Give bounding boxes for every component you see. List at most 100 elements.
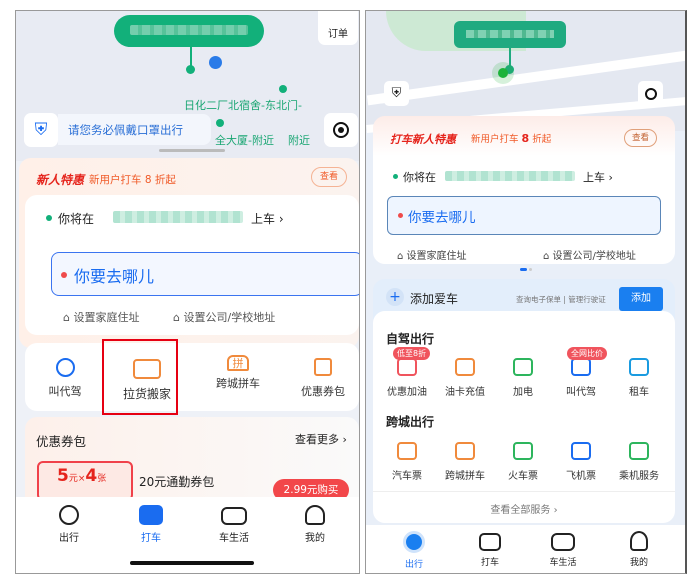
- shield-icon: ⛨: [34, 120, 48, 140]
- locate-icon: [644, 87, 657, 100]
- carpool-icon: 拼: [227, 355, 249, 371]
- service-label: 加电: [513, 387, 533, 398]
- destination-placeholder: 你要去哪儿: [408, 210, 476, 226]
- building-icon: ⌂: [543, 251, 553, 262]
- tab-car-life[interactable]: 车生活: [204, 505, 264, 544]
- service-label: 飞机票: [566, 471, 596, 482]
- charger-icon: [509, 355, 537, 379]
- plane-icon: [567, 439, 595, 463]
- tab-profile[interactable]: 我的: [285, 505, 345, 544]
- set-work-address[interactable]: ⌂ 设置公司/学校地址: [543, 251, 636, 262]
- locate-icon: [333, 122, 349, 138]
- service-charger[interactable]: 加电: [495, 355, 551, 398]
- service-gas[interactable]: 低至8折优惠加油: [379, 347, 435, 398]
- service-label: 火车票: [508, 471, 538, 482]
- coupon-section-title: 优惠券包: [36, 434, 87, 449]
- service-plane[interactable]: 飞机票: [553, 439, 609, 482]
- pin-dot: [186, 65, 195, 74]
- right-phone-screen: ⛨ 打车新人特惠 新用户打车 8 折起 查看 你将在 上车 › 你要去哪儿 ⌂ …: [365, 10, 687, 574]
- service-label: 优惠加油: [387, 387, 427, 398]
- taxi-icon: [479, 533, 501, 551]
- destination-input[interactable]: 你要去哪儿: [51, 252, 359, 296]
- service-designated-driver[interactable]: 叫代驾: [35, 355, 95, 399]
- card-icon: [451, 355, 479, 379]
- service-train[interactable]: 火车票: [495, 439, 551, 482]
- truck-icon: [133, 357, 161, 381]
- service-steering-wheel[interactable]: 全网比价叫代驾: [553, 347, 609, 398]
- bus-icon: [393, 439, 421, 463]
- service-coupons[interactable]: 优惠券包: [293, 355, 353, 399]
- service-badge: 全网比价: [567, 347, 607, 360]
- tab-travel[interactable]: 出行: [384, 531, 444, 570]
- promo-text: 新用户打车 8 折起: [471, 132, 552, 145]
- set-home-address[interactable]: ⌂ 设置家庭住址: [63, 311, 140, 324]
- promo-title: 打车新人特惠: [390, 133, 456, 146]
- service-label: 乘机服务: [619, 471, 659, 482]
- person-icon: [305, 505, 325, 525]
- service-bus[interactable]: 汽车票: [379, 439, 435, 482]
- view-more-link[interactable]: 查看更多 ›: [295, 433, 347, 446]
- add-car-links[interactable]: 查询电子保单 | 管理行驶证: [516, 295, 606, 304]
- pickup-confirm-link[interactable]: 上车 ›: [251, 212, 284, 226]
- add-car-plus-icon[interactable]: +: [386, 288, 404, 306]
- service-label: 租车: [629, 387, 649, 398]
- buy-coupon-button[interactable]: 2.99元购买: [273, 479, 349, 501]
- destination-placeholder: 你要去哪儿: [74, 267, 155, 286]
- train-icon: [509, 439, 537, 463]
- services-card: 自驾出行 低至8折优惠加油油卡充值加电全网比价叫代驾租车 跨城出行 汽车票跨城拼…: [373, 311, 675, 523]
- pickup-prefix: 你将在: [58, 212, 95, 226]
- mask-notice[interactable]: 请您务必佩戴口罩出行: [58, 114, 211, 145]
- intercity-title: 跨城出行: [386, 415, 435, 429]
- user-location-icon: [498, 68, 508, 78]
- service-label: 跨城拼车: [445, 471, 485, 482]
- service-badge: 低至8折: [393, 347, 431, 360]
- service-label: 叫代驾: [566, 387, 596, 398]
- destination-input[interactable]: 你要去哪儿: [387, 196, 661, 235]
- set-home-address[interactable]: ⌂ 设置家庭住址: [397, 251, 467, 262]
- tab-travel[interactable]: 出行: [39, 505, 99, 544]
- promo-view-button[interactable]: 查看: [311, 167, 347, 187]
- order-button[interactable]: 订单: [318, 11, 358, 45]
- location-badge: [454, 21, 566, 48]
- service-moving[interactable]: 拉货搬家: [117, 357, 177, 402]
- service-rent-car[interactable]: 租车: [611, 355, 667, 398]
- tab-bar: 出行 打车 车生活 我的: [366, 525, 685, 573]
- service-card[interactable]: 油卡充值: [437, 355, 493, 398]
- locate-button[interactable]: [324, 113, 358, 147]
- user-location-icon: [209, 56, 222, 69]
- service-carpool[interactable]: 跨城拼车: [437, 439, 493, 482]
- trip-card: 打车新人特惠 新用户打车 8 折起 查看 你将在 上车 › 你要去哪儿 ⌂ 设置…: [373, 116, 675, 264]
- promo-title: 新人特惠: [36, 173, 85, 187]
- service-label: 汽车票: [392, 471, 422, 482]
- steering-wheel-icon: [51, 355, 79, 379]
- pickup-prefix: 你将在: [403, 171, 436, 184]
- trip-card: 你将在 上车 › 你要去哪儿 ⌂ 设置家庭住址 ⌂ 设置公司/学校地址: [25, 195, 359, 335]
- safety-button[interactable]: ⛨: [24, 113, 58, 147]
- compass-icon: [403, 531, 425, 553]
- tab-bar: 出行 打车 车生活 我的: [16, 497, 359, 573]
- service-service[interactable]: 乘机服务: [611, 439, 667, 482]
- locate-button[interactable]: [638, 81, 663, 106]
- tab-taxi[interactable]: 打车: [460, 531, 520, 568]
- compass-icon: [59, 505, 79, 525]
- tab-car-life[interactable]: 车生活: [533, 531, 593, 568]
- set-work-address[interactable]: ⌂ 设置公司/学校地址: [173, 311, 276, 324]
- service-intercity-carpool[interactable]: 拼跨城拼车: [216, 355, 260, 390]
- pickup-confirm-link[interactable]: 上车 ›: [583, 171, 613, 184]
- left-phone-screen: 日化二厂北宿舍-东北门- 全大厦-附近 附近 订单 ⛨ 请您务必佩戴口罩出行 新…: [15, 10, 360, 574]
- self-drive-title: 自驾出行: [386, 332, 435, 346]
- building-icon: ⌂: [173, 311, 184, 324]
- safety-button[interactable]: ⛨: [384, 81, 409, 106]
- carpool-icon: [451, 439, 479, 463]
- add-car-button[interactable]: 添加: [619, 287, 663, 311]
- view-all-services-link[interactable]: 查看全部服务 ›: [490, 505, 558, 516]
- tab-taxi[interactable]: 打车: [121, 505, 181, 544]
- home-icon: ⌂: [397, 251, 407, 262]
- drag-handle[interactable]: [159, 149, 225, 152]
- pickup-address: [445, 171, 575, 181]
- tab-profile[interactable]: 我的: [609, 531, 669, 568]
- taxi-icon: [139, 505, 163, 525]
- pickup-address: [113, 211, 243, 223]
- promo-view-button[interactable]: 查看: [624, 129, 657, 147]
- map-label: 附近: [288, 134, 310, 147]
